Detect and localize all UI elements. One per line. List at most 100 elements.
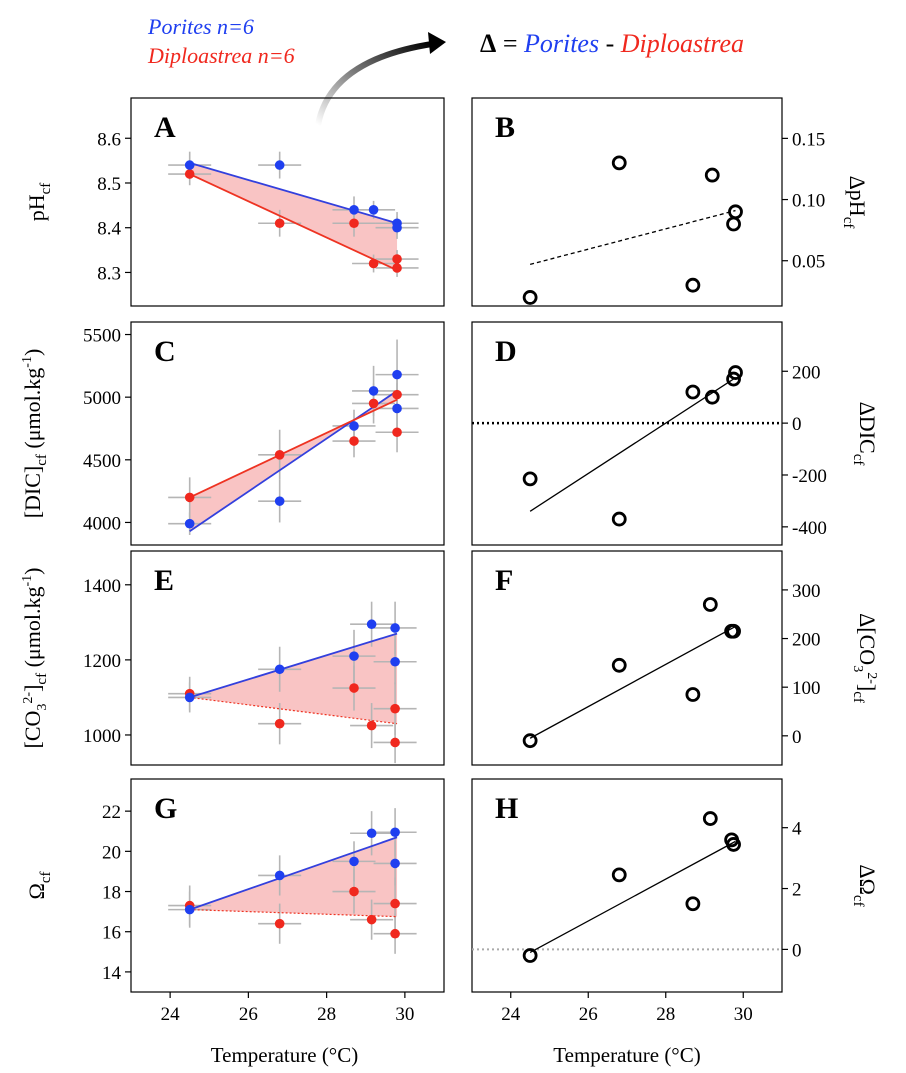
y-tick-label: 18 — [102, 883, 121, 904]
diploastrea-point — [349, 886, 359, 897]
panel-letter: B — [495, 111, 515, 144]
y-axis-label: pHcf — [24, 183, 54, 222]
y-label-sub1: 3 — [35, 704, 50, 711]
y-label-close: ) — [20, 568, 45, 575]
y-tick-label: 200 — [792, 630, 821, 651]
porites-point — [349, 651, 359, 661]
panel-frame — [130, 550, 445, 766]
diploastrea-point — [274, 918, 285, 929]
diploastrea-point — [274, 449, 285, 460]
delta-fit-line — [529, 840, 736, 954]
delta-point — [726, 371, 741, 387]
panel-letter: H — [495, 792, 518, 825]
x-tick-label: 24 — [501, 1004, 521, 1025]
y-tick-label: 4500 — [83, 451, 121, 472]
y-label-text: Δ[CO — [855, 613, 880, 665]
delta-title: Δ = Porites - Diploastrea — [480, 29, 744, 58]
porites-fit-line — [189, 161, 398, 225]
y-tick-label: 0.15 — [792, 129, 825, 150]
diploastrea-point — [390, 737, 400, 748]
y-label-main: ΔpH — [845, 176, 870, 217]
y-tick-label: 4000 — [83, 513, 121, 534]
diploastrea-point — [392, 389, 402, 400]
porites-point — [184, 518, 195, 529]
diploastrea-point — [368, 398, 379, 409]
y-label-main: pH — [24, 194, 49, 221]
y-axis-label: ΔDICcf — [850, 402, 880, 466]
porites-point — [366, 828, 377, 839]
delta-equals: = — [496, 29, 524, 58]
y-label-sup1: 2- — [864, 672, 879, 684]
porites-fit-line — [189, 632, 398, 699]
panel-letter: G — [154, 792, 177, 825]
y-tick-label: 0 — [792, 940, 802, 961]
diploastrea-fit-line — [189, 696, 398, 725]
porites-point — [349, 421, 359, 431]
diploastrea-point — [390, 703, 400, 714]
porites-fit-line — [189, 390, 398, 532]
x-axis-label: Temperature (°C) — [553, 1043, 700, 1067]
delta-porites: Porites — [523, 29, 599, 58]
y-axis-label: ΔpHcf — [840, 176, 870, 229]
difference-area — [189, 837, 398, 917]
panel-frame — [130, 97, 445, 307]
y-tick-label: 8.6 — [97, 129, 121, 150]
panel-letter: E — [154, 564, 174, 597]
porites-point — [392, 369, 402, 380]
y-label-mid: ] — [855, 684, 880, 691]
y-axis-label: [DIC]cf (μmol.kg-1) — [20, 349, 50, 519]
diploastrea-point — [366, 914, 377, 925]
panel-frame — [130, 321, 445, 546]
diploastrea-point — [392, 263, 402, 273]
diploastrea-point — [274, 218, 285, 229]
x-axis-label: Temperature (°C) — [211, 1043, 358, 1067]
porites-point — [368, 386, 379, 396]
delta-point — [611, 657, 627, 673]
delta-point — [522, 471, 538, 487]
x-tick-label: 26 — [239, 1004, 258, 1025]
panel-frame — [471, 550, 783, 766]
panel-letter: F — [495, 564, 513, 597]
x-tick-label: 26 — [579, 1004, 598, 1025]
y-label-main: ΔDIC — [855, 402, 880, 454]
porites-fit-line — [189, 836, 398, 911]
delta-point — [728, 204, 743, 220]
porites-point — [390, 858, 400, 869]
delta-point — [611, 155, 627, 171]
delta-point — [726, 837, 741, 852]
delta-point — [702, 597, 718, 612]
y-tick-label: 14 — [102, 963, 122, 984]
y-tick-label: 100 — [792, 678, 821, 699]
porites-point — [390, 827, 400, 838]
y-label-sub1: 3 — [850, 665, 865, 672]
panel-letter: A — [154, 111, 176, 144]
panel-letter: C — [154, 335, 176, 368]
delta-point — [522, 948, 538, 963]
diploastrea-fit-line — [189, 398, 398, 499]
delta-point — [726, 623, 741, 639]
delta-fit-line — [529, 625, 736, 739]
y-axis-label: [CO32-]cf (μmol.kg-1) — [20, 568, 50, 749]
panel-frame — [130, 778, 445, 993]
y-tick-label: 0.10 — [792, 191, 825, 212]
delta-minus: - — [599, 29, 621, 58]
delta-point — [685, 896, 701, 912]
diploastrea-point — [349, 218, 359, 229]
porites-point — [274, 664, 285, 675]
panel-frame — [471, 778, 783, 993]
y-axis-label: Ωcf — [24, 871, 54, 899]
delta-point — [685, 384, 701, 400]
delta-point — [702, 811, 718, 826]
y-label-unit: (μmol.kg — [20, 368, 45, 454]
diploastrea-fit-line — [189, 173, 398, 272]
y-label-unit-sup: -1 — [20, 575, 35, 587]
panel-frame — [471, 97, 783, 307]
y-tick-label: 0 — [792, 727, 802, 748]
